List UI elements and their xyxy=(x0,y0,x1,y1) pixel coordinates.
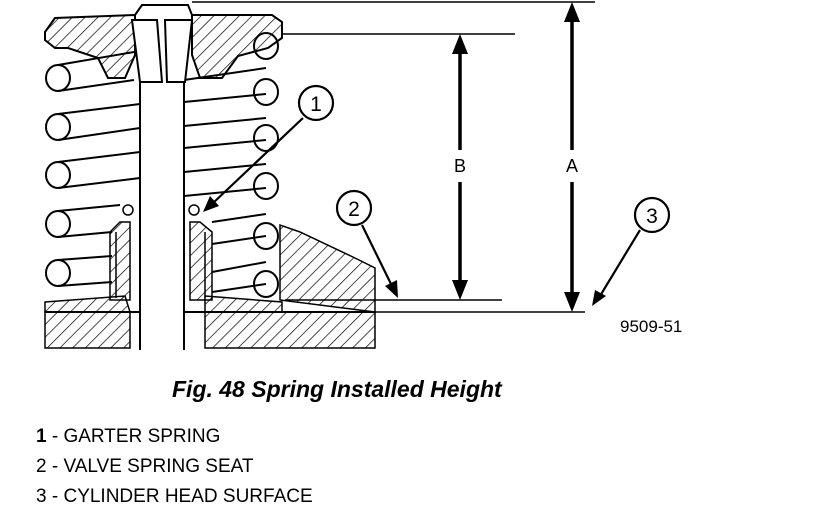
legend-text: GARTER SPRING xyxy=(63,426,221,447)
reference-lines xyxy=(192,1,595,313)
callout-2-label: 2 xyxy=(348,198,360,221)
legend-item-cylinder-head-surface: 3 - CYLINDER HEAD SURFACE xyxy=(36,486,313,507)
legend-item-garter-spring: 1 - GARTER SPRING xyxy=(36,426,221,447)
dimension-a-label: A xyxy=(566,156,578,176)
dimension-b-label: B xyxy=(454,156,466,176)
cylinder-head xyxy=(44,223,376,349)
dimension-b: B xyxy=(452,34,468,300)
spring-retainer xyxy=(44,4,283,83)
legend-text: CYLINDER HEAD SURFACE xyxy=(63,486,313,507)
figure-caption: Fig. 48 Spring Installed Height xyxy=(172,376,502,402)
callout-1-label: 1 xyxy=(310,93,322,116)
callout-3-label: 3 xyxy=(646,205,658,228)
figure-code: 9509-51 xyxy=(620,317,682,336)
legend-item-valve-spring-seat: 2 - VALVE SPRING SEAT xyxy=(36,456,254,477)
legend-text: VALVE SPRING SEAT xyxy=(63,456,254,477)
garter-spring xyxy=(122,204,200,216)
callout-2: 2 xyxy=(335,189,398,298)
valve-spring-seat xyxy=(44,295,283,313)
dimension-a: A xyxy=(564,2,580,312)
legend-number: 1 xyxy=(36,426,47,447)
valve-stem-seal xyxy=(109,221,213,301)
legend: 1 - GARTER SPRING 2 - VALVE SPRING SEAT … xyxy=(36,422,313,512)
callout-1: 1 xyxy=(203,84,335,212)
legend-number: 2 xyxy=(36,456,47,477)
legend-number: 3 xyxy=(36,486,47,507)
callout-3: 3 xyxy=(592,196,671,306)
valve-stem xyxy=(139,80,185,350)
